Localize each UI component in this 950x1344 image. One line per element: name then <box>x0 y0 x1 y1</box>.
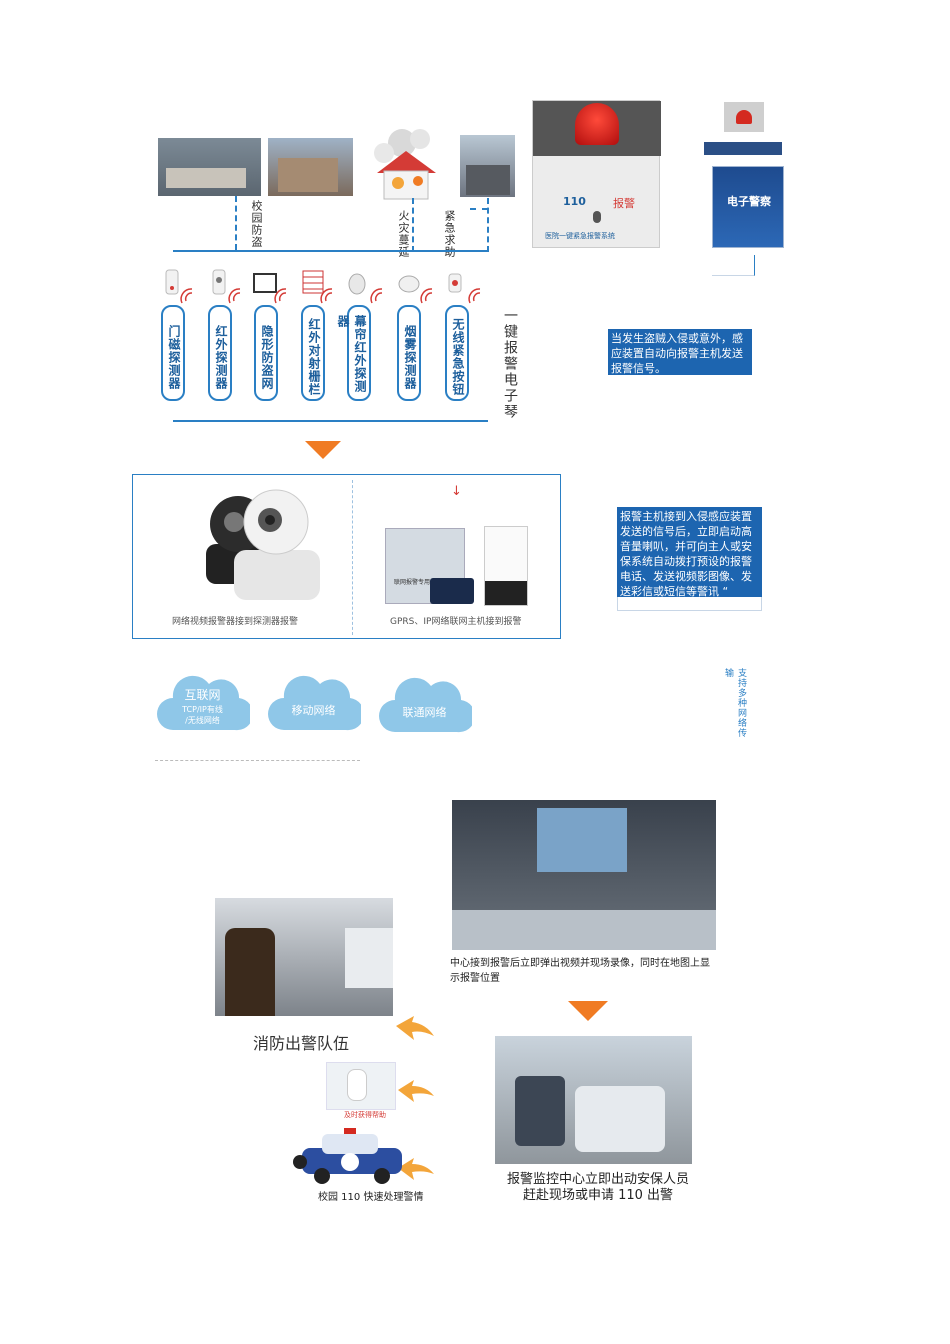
bus-line-top <box>173 250 488 252</box>
cloud-internet-title: 互联网 <box>184 688 221 702</box>
cloud-internet-sub2: /无线网络 <box>185 716 220 725</box>
detector-emergency-button: 无线紧急按钮 <box>445 305 469 401</box>
police-caption-line1: 报警监控中心立即出动安保人员 <box>506 1172 689 1187</box>
electronic-police-text: 电子警察 <box>727 195 771 208</box>
frame-divider <box>352 480 353 635</box>
label-emergency-help: 紧急求助 <box>443 210 456 258</box>
panel-caption: 医院一键紧急报警系统 <box>545 232 615 240</box>
cloud-mobile-title: 移动网络 <box>291 704 336 717</box>
panel-110: 110 <box>563 195 586 208</box>
arrow-to-campus110-icon <box>396 1158 436 1186</box>
label-campus-anti-theft: 校园防盗 <box>250 200 263 248</box>
infrared-icon <box>210 268 228 296</box>
arrow-to-help-icon <box>396 1080 436 1108</box>
campus-photo-2 <box>268 138 353 196</box>
camera-caption: 网络视频报警器接到探测器报警 <box>172 617 299 627</box>
alarm-host-unit <box>484 526 528 606</box>
alarm-host-label: 联网报警专用主机 <box>394 579 443 586</box>
cloud-divider <box>155 760 360 761</box>
emergency-button-icon <box>446 268 464 296</box>
electronic-police-panel: 电子警察 <box>712 166 784 248</box>
arrow-to-fire-icon <box>392 1016 436 1048</box>
camera-illustration <box>200 488 330 606</box>
side-label-one-key: 一键报警电子琴 <box>502 308 518 420</box>
alarm-panel-device: 110 报警 医院一键紧急报警系统 <box>532 100 661 248</box>
help-illustration <box>326 1062 396 1110</box>
network-side-label: 支持多种网络传输 <box>723 668 746 738</box>
cloud-unicom: 联通网络 <box>377 674 472 738</box>
beam-fence-icon <box>302 268 324 296</box>
firefighter-photo <box>215 898 393 1016</box>
connector-emergency-h <box>470 208 488 210</box>
connector-fire <box>412 198 414 252</box>
detector-curtain-infrared: 幕帘红外探测器 <box>336 305 371 401</box>
detector-invisible-net: 隐形防盗网 <box>254 305 278 401</box>
label-fire-spread: 火灾蔓延 <box>397 210 410 258</box>
anti-theft-net-icon <box>253 268 277 296</box>
panel-stand-line <box>712 255 755 276</box>
panel-alarm: 报警 <box>613 197 635 210</box>
center-down-arrow-icon <box>568 1001 608 1025</box>
police-bar <box>704 142 782 155</box>
mini-siren-icon <box>724 102 764 132</box>
door-magnet-icon <box>163 268 181 296</box>
connector-campus <box>235 196 237 250</box>
info-box-intrusion: 当发生盗贼入侵或意外，感应装置自动向报警主机发送报警信号。 <box>608 329 752 375</box>
bus-line-bottom <box>173 420 488 422</box>
detector-door-magnet: 门磁探测器 <box>161 305 185 401</box>
wireless-signal-icons <box>180 285 490 305</box>
info-box-host-tail <box>617 597 762 611</box>
campus110-caption: 校园 110 快速处理警情 <box>318 1192 424 1203</box>
police-motorcycle-photo <box>495 1036 692 1164</box>
cloud-mobile: 移动网络 <box>266 672 361 736</box>
cloud-internet: 互联网 TCP/IP有线 /无线网络 <box>155 672 250 736</box>
mic-icon <box>593 211 601 223</box>
campus-photo-1 <box>158 138 261 196</box>
police-car-illustration <box>292 1122 410 1188</box>
smoke-detector-icon <box>398 268 420 296</box>
detector-beam-fence: 红外对射栅栏 <box>301 305 325 401</box>
monitor-center-photo <box>452 800 716 950</box>
fire-team-label: 消防出警队伍 <box>253 1034 350 1053</box>
center-caption: 中心接到报警后立即弹出视频并现场录像，同时在地图上显示报警位置 <box>450 958 710 984</box>
host-caption: GPRS、IP网络联网主机接到报警 <box>390 617 522 627</box>
small-down-arrow-icon: ↓ <box>451 484 462 499</box>
curtain-infrared-icon <box>348 268 366 296</box>
keypad-icon <box>430 578 474 604</box>
down-arrow-icon <box>305 441 341 463</box>
siren-light-icon <box>575 103 619 145</box>
house-fire-illustration <box>362 125 450 205</box>
info-box-host: 报警主机接到入侵感应装置发送的信号后，立即启动高音量喇叭，并可向主人或安保系统自… <box>617 507 762 598</box>
emergency-photo <box>460 135 515 197</box>
help-caption: 及时获得帮助 <box>344 1111 386 1119</box>
cloud-internet-sub1: TCP/IP有线 <box>182 705 223 714</box>
connector-emergency <box>487 198 489 252</box>
cloud-unicom-title: 联通网络 <box>402 706 447 719</box>
detector-infrared: 红外探测器 <box>208 305 232 401</box>
detector-smoke: 烟雾探测器 <box>397 305 421 401</box>
police-caption-line2: 赶赴现场或申请 110 出警 <box>522 1188 674 1203</box>
